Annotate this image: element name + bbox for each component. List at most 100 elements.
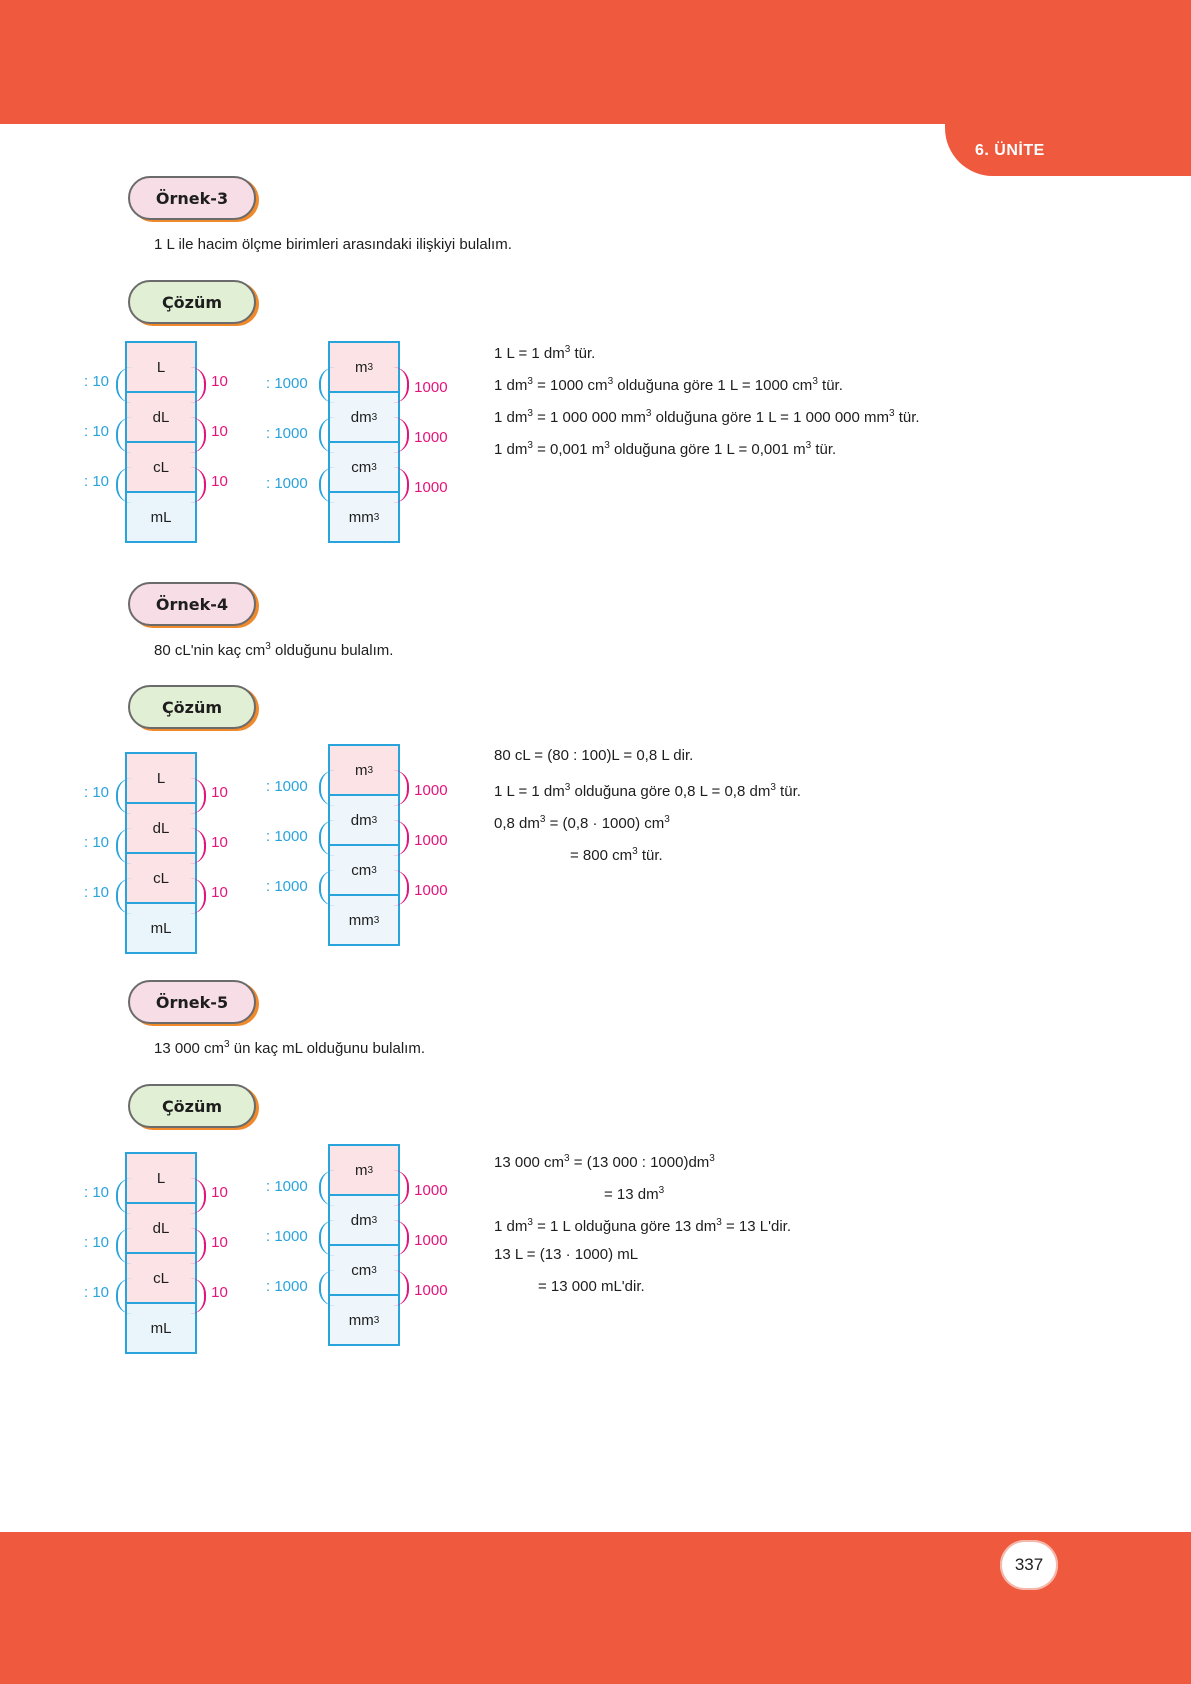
multiply-arrow-icon: [393, 1270, 409, 1306]
unit-cell: mL: [127, 1304, 195, 1352]
solution-line: 1 dm3 = 1 L olduğuna göre 13 dm3 = 13 L'…: [494, 1217, 791, 1235]
multiply-arrow-icon: [393, 1170, 409, 1206]
multiply-label: · 1000: [405, 479, 448, 496]
divide-arrow-icon: [116, 778, 132, 814]
divide-arrow-icon: [319, 1220, 335, 1256]
multiply-label: · 10: [202, 423, 228, 440]
solution-line: 13 000 cm3 = (13 000 : 1000)dm3: [494, 1153, 715, 1171]
solution-line: 1 dm3 = 1 000 000 mm3 olduğuna göre 1 L …: [494, 408, 920, 426]
divide-arrow-icon: [319, 870, 335, 906]
divide-arrow-icon: [116, 828, 132, 864]
multiply-arrow-icon: [190, 1228, 206, 1264]
multiply-label: · 1000: [405, 832, 448, 849]
multiply-arrow-icon: [190, 467, 206, 503]
unit-cell: dL: [127, 804, 195, 854]
divide-label: : 10: [84, 473, 110, 490]
divide-label: : 1000: [266, 1228, 308, 1245]
divide-arrow-icon: [116, 878, 132, 914]
divide-arrow-icon: [116, 1278, 132, 1314]
solution-line: 1 dm3 = 1000 cm3 olduğuna göre 1 L = 100…: [494, 376, 843, 394]
multiply-label: · 10: [202, 784, 228, 801]
multiply-label: · 10: [202, 473, 228, 490]
multiply-label: · 10: [202, 373, 228, 390]
example-4-solution: 80 cL = (80 : 100)L = 0,8 L dir. 1 L = 1…: [494, 740, 801, 868]
example-3-problem: 1 L ile hacim ölçme birimleri arasındaki…: [154, 236, 512, 253]
divide-label: : 10: [84, 1284, 110, 1301]
multiply-arrow-icon: [393, 1220, 409, 1256]
multiply-arrow-icon: [190, 1178, 206, 1214]
divide-arrow-icon: [319, 367, 335, 403]
unit-cell: mL: [127, 493, 195, 541]
multiply-arrow-icon: [190, 367, 206, 403]
divide-arrow-icon: [319, 417, 335, 453]
divide-label: : 10: [84, 884, 110, 901]
solution-3-pill: Çözüm: [128, 280, 256, 324]
divide-arrow-icon: [319, 820, 335, 856]
solution-line: 0,8 dm3 = (0,8 · 1000) cm3: [494, 814, 670, 832]
multiply-label: · 1000: [405, 429, 448, 446]
divide-label: : 1000: [266, 475, 308, 492]
multiply-arrow-icon: [393, 367, 409, 403]
footer-band: [0, 1532, 1191, 1684]
example-3-pill: Örnek-3: [128, 176, 256, 220]
divide-arrow-icon: [319, 467, 335, 503]
multiply-label: · 10: [202, 884, 228, 901]
divide-label: : 10: [84, 784, 110, 801]
solution-line: 13 L = (13 · 1000) mL: [494, 1246, 639, 1263]
solution-line: 1 L = 1 dm3 olduğuna göre 0,8 L = 0,8 dm…: [494, 782, 801, 800]
multiply-label: · 1000: [405, 1232, 448, 1249]
multiply-arrow-icon: [190, 417, 206, 453]
unit-cell: dL: [127, 1204, 195, 1254]
unit-cell: L: [127, 754, 195, 804]
divide-label: : 1000: [266, 425, 308, 442]
multiply-arrow-icon: [393, 770, 409, 806]
multiply-arrow-icon: [393, 820, 409, 856]
unit-cell: L: [127, 343, 195, 393]
example-4-pill: Örnek-4: [128, 582, 256, 626]
example-3-solution: 1 L = 1 dm3 tür. 1 dm3 = 1000 cm3 olduğu…: [494, 334, 920, 462]
unit-tab: [945, 124, 1191, 176]
example-5-pill: Örnek-5: [128, 980, 256, 1024]
multiply-label: · 1000: [405, 782, 448, 799]
solution-line: 1 dm3 = 0,001 m3 olduğuna göre 1 L = 0,0…: [494, 440, 837, 458]
multiply-arrow-icon: [190, 878, 206, 914]
divide-arrow-icon: [116, 467, 132, 503]
divide-arrow-icon: [319, 1270, 335, 1306]
solution-5-pill: Çözüm: [128, 1084, 256, 1128]
divide-label: : 1000: [266, 878, 308, 895]
example-5-solution: 13 000 cm3 = (13 000 : 1000)dm3 = 13 dm3…: [494, 1143, 791, 1303]
solution-4-pill: Çözüm: [128, 685, 256, 729]
example-5-problem: 13 000 cm3 ün kaç mL olduğunu bulalım.: [154, 1039, 426, 1057]
divide-arrow-icon: [116, 1178, 132, 1214]
divide-arrow-icon: [116, 417, 132, 453]
multiply-label: · 10: [202, 1234, 228, 1251]
divide-label: : 10: [84, 423, 110, 440]
divide-arrow-icon: [116, 1228, 132, 1264]
multiply-label: · 10: [202, 834, 228, 851]
unit-cell: cL: [127, 854, 195, 904]
divide-label: : 1000: [266, 375, 308, 392]
divide-label: : 1000: [266, 778, 308, 795]
multiply-arrow-icon: [393, 467, 409, 503]
solution-line: = 13 dm3: [604, 1185, 665, 1203]
divide-label: : 1000: [266, 1278, 308, 1295]
divide-label: : 10: [84, 1184, 110, 1201]
unit-cell: mL: [127, 904, 195, 952]
solution-line: = 13 000 mL'dir.: [538, 1278, 645, 1295]
header-band: [0, 0, 1191, 124]
unit-cell: dL: [127, 393, 195, 443]
